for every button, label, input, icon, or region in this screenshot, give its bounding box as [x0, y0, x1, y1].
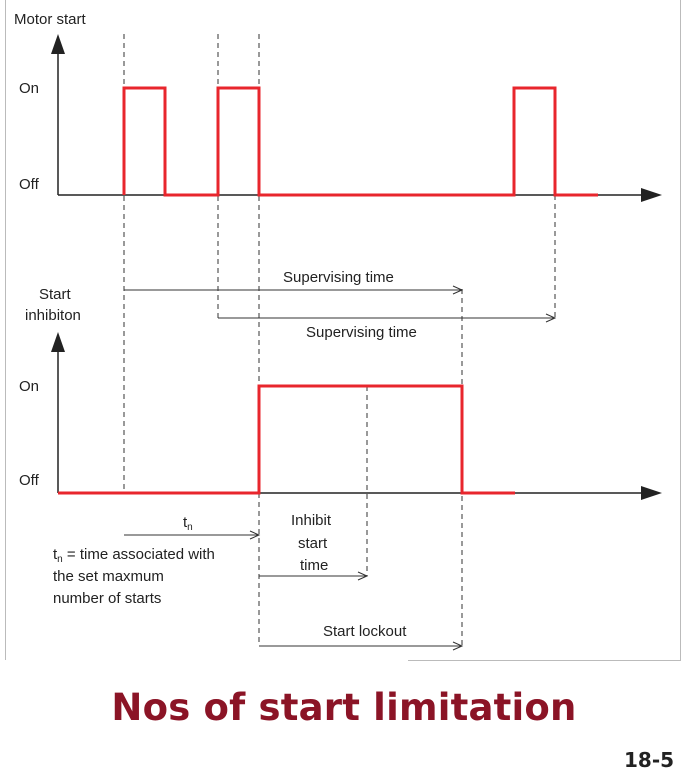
inhibit-label-line1: Inhibit — [291, 512, 332, 529]
tn-subscript: n — [187, 522, 193, 533]
bottom-axis-label-line1: Start — [39, 286, 72, 303]
top-y-axis-arrowhead — [51, 34, 65, 54]
top-x-axis-arrowhead — [641, 188, 662, 202]
top-off-label: Off — [19, 176, 40, 193]
motor-start-signal — [122, 86, 598, 197]
start-lockout-label: Start lockout — [323, 623, 407, 640]
bottom-axis-label-line2: inhibiton — [25, 307, 81, 324]
page-number: 18-5 — [624, 748, 675, 772]
tn-symbol: t — [183, 514, 188, 531]
inhibit-label-line2: start — [298, 535, 328, 552]
bottom-x-axis-arrowhead — [641, 486, 662, 500]
start-inhibition-signal — [58, 384, 515, 495]
tn-note-prefix: t — [53, 546, 58, 563]
top-axis-label: Motor start — [14, 11, 87, 28]
tn-label: tn — [183, 514, 193, 533]
slide-title: Nos of start limitation — [111, 686, 577, 729]
bottom-on-label: On — [19, 378, 39, 395]
bottom-y-axis-arrowhead — [51, 332, 65, 352]
tn-note-line3: number of starts — [53, 590, 161, 607]
top-on-label: On — [19, 80, 39, 97]
tn-note-subscript: n — [57, 554, 63, 565]
inhibit-label-line3: time — [300, 557, 328, 574]
tn-note-rest: = time associated with — [63, 546, 215, 563]
tn-note-line2: the set maxmum — [53, 568, 164, 585]
bottom-off-label: Off — [19, 472, 40, 489]
supervising-label-1: Supervising time — [283, 269, 394, 286]
supervising-label-2: Supervising time — [306, 324, 417, 341]
tn-note-line1: tn = time associated with — [53, 546, 215, 565]
